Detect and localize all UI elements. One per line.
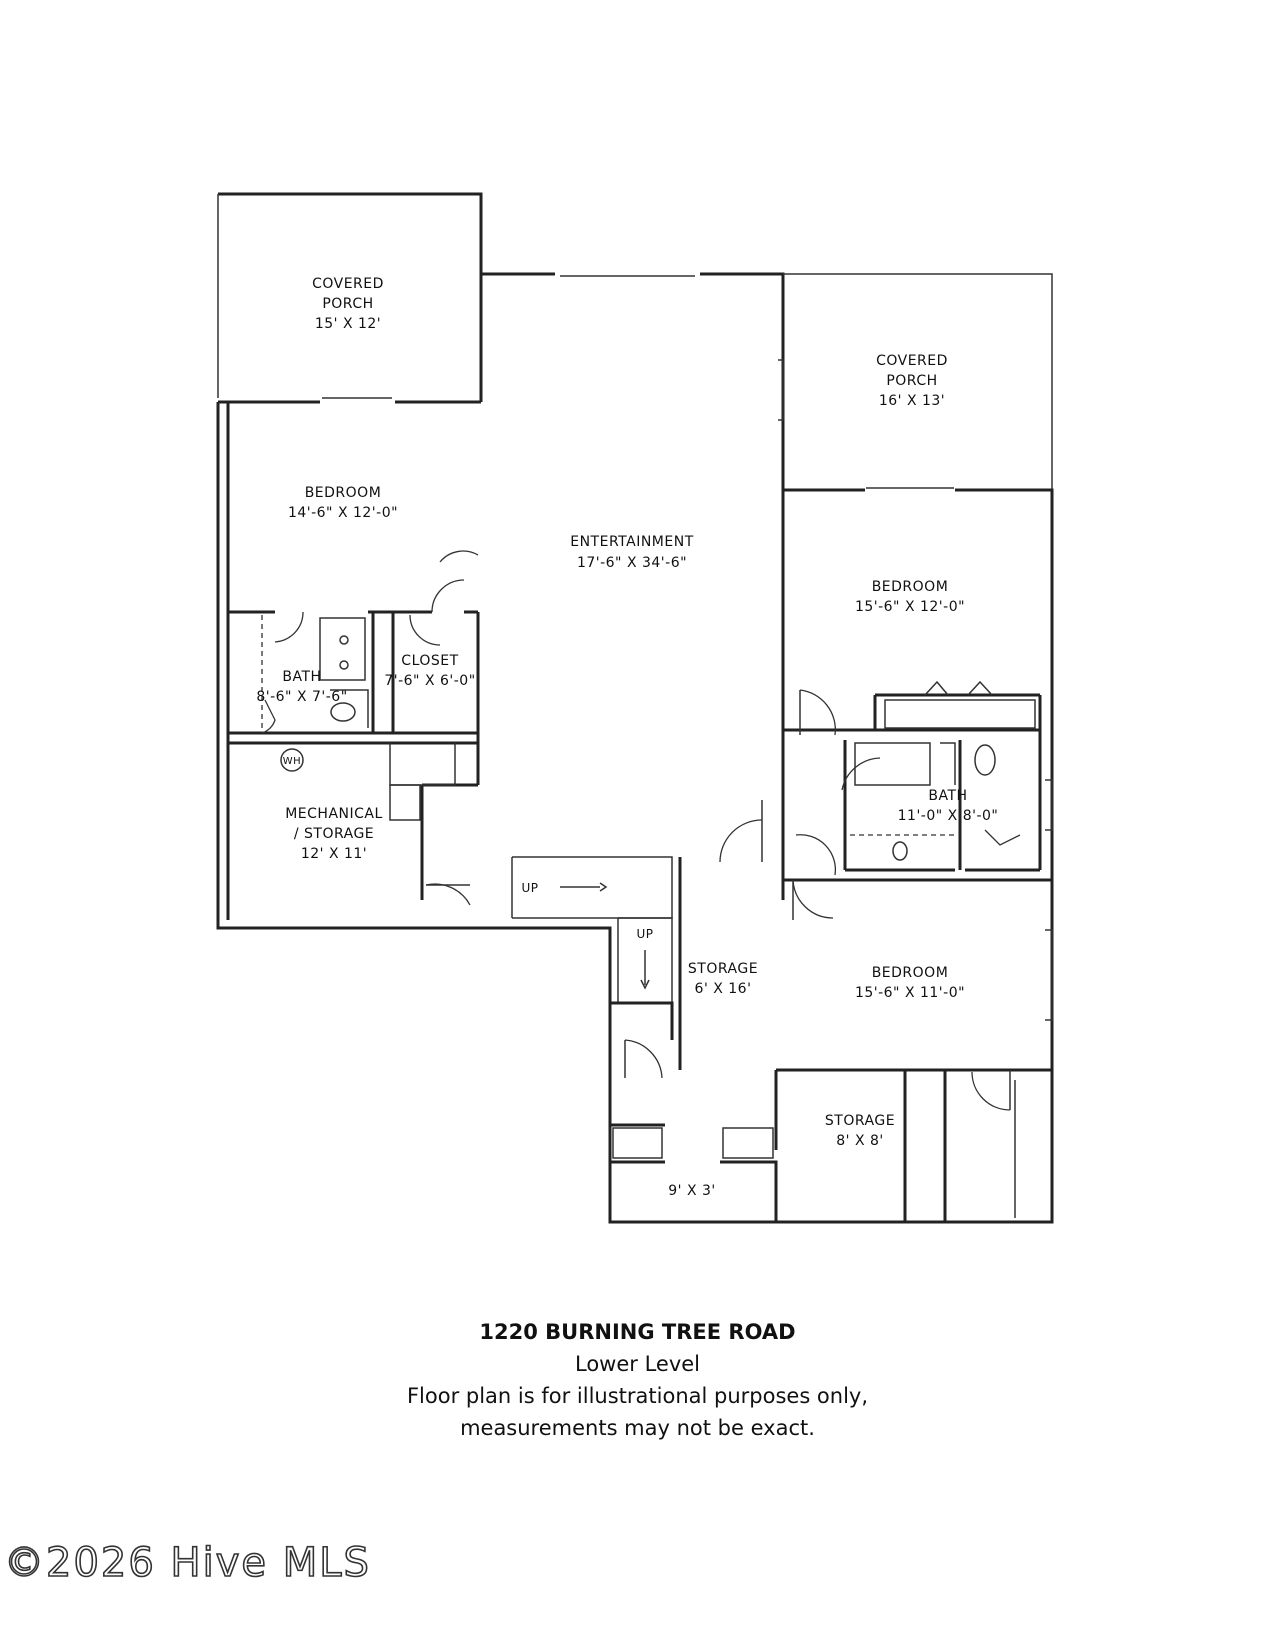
closet-dims: 7'-6" X 6'-0" xyxy=(384,673,475,689)
porch-left-name-2: PORCH xyxy=(322,296,373,312)
room-bath-1: BATH 8'-6" X 7'-6" xyxy=(256,669,347,705)
bath-1-dims: 8'-6" X 7'-6" xyxy=(256,689,347,705)
floor-level: Lower Level xyxy=(574,1352,700,1376)
closet-name: CLOSET xyxy=(401,653,458,669)
room-bedroom-3: BEDROOM 15'-6" X 11'-0" xyxy=(855,965,965,1001)
storage-2-name: STORAGE xyxy=(825,1113,895,1129)
room-bedroom-2: BEDROOM 15'-6" X 12'-0" xyxy=(855,579,965,615)
porch-right-name-2: PORCH xyxy=(886,373,937,389)
stairs xyxy=(511,856,673,1004)
bath-2-name: BATH xyxy=(928,788,967,804)
disclaimer-line-2: measurements may not be exact. xyxy=(460,1416,815,1440)
stair-up-label-1: UP xyxy=(521,881,538,895)
outer-walls xyxy=(216,272,1054,1224)
room-bath-2: BATH 11'-0" X 8'-0" xyxy=(898,788,999,824)
right-wing-walls xyxy=(719,359,1053,1021)
bedroom-1-name: BEDROOM xyxy=(305,485,382,501)
small-storage-dims: 9' X 3' xyxy=(668,1183,716,1199)
storage-1-name: STORAGE xyxy=(688,961,758,977)
bedroom-2-name: BEDROOM xyxy=(872,579,949,595)
room-covered-porch-right: COVERED PORCH 16' X 13' xyxy=(876,353,948,409)
room-closet: CLOSET 7'-6" X 6'-0" xyxy=(384,653,475,689)
porch-right-name-1: COVERED xyxy=(876,353,948,369)
room-storage-2: STORAGE 8' X 8' xyxy=(825,1113,895,1149)
mechanical-name-1: MECHANICAL xyxy=(285,806,383,822)
left-wing-walls xyxy=(226,402,480,920)
bedroom-3-dims: 15'-6" X 11'-0" xyxy=(855,985,965,1001)
porch-left-name-1: COVERED xyxy=(312,276,384,292)
mechanical-name-2: / STORAGE xyxy=(294,826,374,842)
room-entertainment: ENTERTAINMENT 17'-6" X 34'-6" xyxy=(570,534,694,571)
bedroom-3-name: BEDROOM xyxy=(872,965,949,981)
stair-labels: UP UP xyxy=(521,881,653,941)
storage-walls xyxy=(610,857,1052,1222)
room-small-storage: 9' X 3' xyxy=(668,1183,716,1199)
mechanical-dims: 12' X 11' xyxy=(301,846,367,862)
room-mechanical: MECHANICAL / STORAGE 12' X 11' xyxy=(285,806,383,862)
entertainment-dims: 17'-6" X 34'-6" xyxy=(577,555,687,571)
copyright-watermark: ©2026 Hive MLS xyxy=(3,1539,371,1587)
bath-1-name: BATH xyxy=(282,669,321,685)
stair-up-label-2: UP xyxy=(636,927,653,941)
room-covered-porch-left: COVERED PORCH 15' X 12' xyxy=(312,276,384,332)
porch-right-dims: 16' X 13' xyxy=(879,393,945,409)
storage-2-dims: 8' X 8' xyxy=(836,1133,884,1149)
entertainment-name: ENTERTAINMENT xyxy=(570,534,694,550)
porch-left-dims: 15' X 12' xyxy=(315,316,381,332)
disclaimer-line-1: Floor plan is for illustrational purpose… xyxy=(406,1384,869,1408)
water-heater: WH xyxy=(280,748,304,772)
room-bedroom-1: BEDROOM 14'-6" X 12'-0" xyxy=(288,485,398,521)
storage-1-dims: 6' X 16' xyxy=(695,981,752,997)
property-address: 1220 BURNING TREE ROAD xyxy=(479,1320,796,1344)
room-storage-1: STORAGE 6' X 16' xyxy=(688,961,758,997)
water-heater-label: WH xyxy=(283,756,301,767)
bedroom-1-dims: 14'-6" X 12'-0" xyxy=(288,505,398,521)
bedroom-2-dims: 15'-6" X 12'-0" xyxy=(855,599,965,615)
bath-2-dims: 11'-0" X 8'-0" xyxy=(898,808,999,824)
